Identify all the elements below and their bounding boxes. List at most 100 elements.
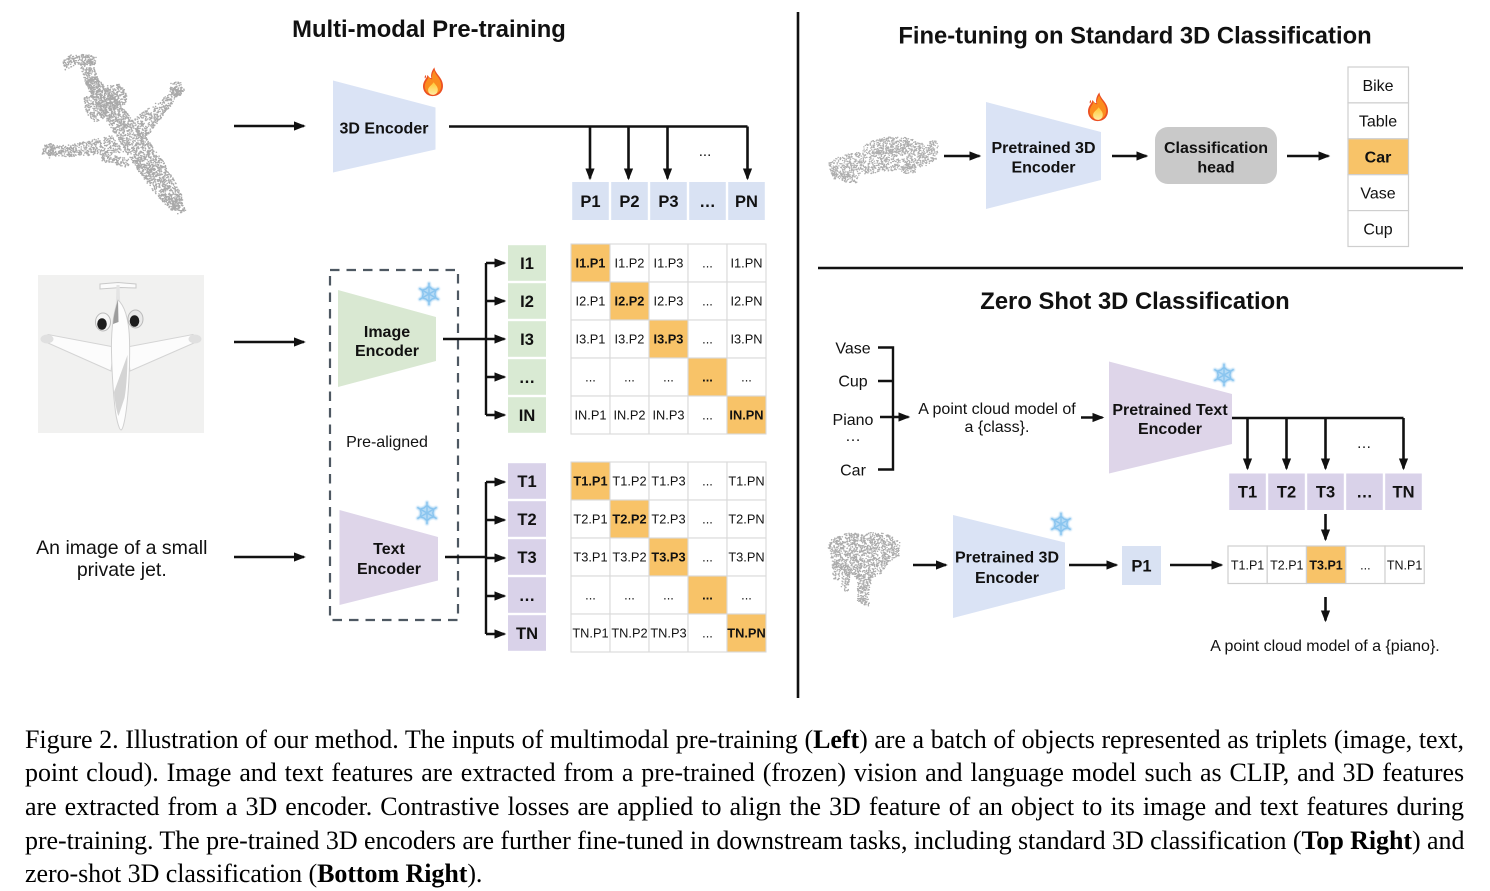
svg-text:T1.P3: T1.P3 [651, 474, 685, 489]
svg-text:Bike: Bike [1362, 78, 1393, 95]
svg-text:I2.P3: I2.P3 [654, 294, 684, 309]
svg-text:…: … [1357, 435, 1372, 452]
svg-text:IN.P1: IN.P1 [574, 408, 606, 423]
svg-text:…: … [519, 369, 536, 387]
svg-text:P1: P1 [580, 193, 600, 211]
svg-text:Image: Image [364, 324, 410, 341]
svg-text:I3: I3 [520, 331, 534, 349]
svg-text:...: ... [585, 370, 596, 385]
svg-text:An image of a small: An image of a small [36, 537, 207, 559]
svg-text:Encoder: Encoder [355, 343, 419, 360]
svg-text:...: ... [702, 550, 713, 565]
svg-text:T2: T2 [517, 511, 536, 529]
svg-text:T2.P1: T2.P1 [573, 512, 607, 527]
svg-text:I2.P2: I2.P2 [615, 294, 645, 309]
svg-text:...: ... [585, 588, 596, 603]
svg-text:T3: T3 [1316, 484, 1335, 502]
svg-text:I3.PN: I3.PN [730, 332, 762, 347]
svg-text:…: … [519, 587, 536, 605]
svg-text:Text: Text [373, 541, 405, 558]
svg-text:TN.P1: TN.P1 [572, 626, 608, 641]
svg-text:TN: TN [1393, 484, 1415, 502]
svg-text:...: ... [702, 512, 713, 527]
svg-text:T3.P1: T3.P1 [1309, 559, 1342, 573]
svg-text:Pretrained 3D: Pretrained 3D [991, 140, 1095, 157]
svg-text:...: ... [663, 588, 674, 603]
svg-text:T1.P1: T1.P1 [573, 474, 607, 489]
svg-text:T3.P2: T3.P2 [612, 550, 646, 565]
svg-text:TN.PN: TN.PN [727, 626, 765, 641]
svg-text:P1: P1 [1131, 557, 1151, 575]
svg-text:Classification: Classification [1164, 140, 1268, 157]
svg-text:Encoder: Encoder [1138, 421, 1202, 438]
svg-text:Multi-modal Pre-training: Multi-modal Pre-training [292, 16, 566, 43]
svg-text:a {class}.: a {class}. [965, 419, 1030, 436]
svg-text:Car: Car [840, 463, 866, 480]
svg-text:...: ... [663, 370, 674, 385]
svg-text:...: ... [702, 370, 713, 385]
svg-text:I2.PN: I2.PN [730, 294, 762, 309]
svg-text:...: ... [702, 408, 713, 423]
svg-text:...: ... [702, 474, 713, 489]
svg-text:Cup: Cup [1363, 221, 1392, 238]
svg-text:Encoder: Encoder [1011, 159, 1075, 176]
svg-text:T2.P2: T2.P2 [612, 512, 646, 527]
svg-text:private jet.: private jet. [77, 559, 167, 581]
svg-text:I3.P2: I3.P2 [615, 332, 645, 347]
svg-text:TN.P3: TN.P3 [650, 626, 686, 641]
svg-text:T1: T1 [1238, 484, 1257, 502]
svg-text:Zero Shot 3D Classification: Zero Shot 3D Classification [980, 288, 1289, 315]
svg-text:T2.P1: T2.P1 [1270, 559, 1303, 573]
svg-text:Piano: Piano [833, 412, 874, 429]
svg-text:T1.PN: T1.PN [728, 474, 764, 489]
svg-text:Vase: Vase [1360, 186, 1395, 203]
svg-text:Encoder: Encoder [357, 561, 421, 578]
svg-text:IN.P3: IN.P3 [652, 408, 684, 423]
svg-text:IN.PN: IN.PN [729, 408, 763, 423]
svg-text:head: head [1197, 159, 1234, 176]
svg-text:IN: IN [519, 407, 536, 425]
svg-text:T1.P1: T1.P1 [1231, 559, 1264, 573]
svg-text:...: ... [702, 256, 713, 271]
svg-text:...: ... [702, 626, 713, 641]
svg-text:...: ... [699, 143, 712, 160]
svg-text:Encoder: Encoder [975, 570, 1039, 587]
svg-text:I1.P2: I1.P2 [615, 256, 645, 271]
svg-text:…: … [1356, 484, 1373, 502]
svg-text:...: ... [624, 588, 635, 603]
svg-text:IN.P2: IN.P2 [613, 408, 645, 423]
svg-text:TN: TN [516, 625, 538, 643]
svg-text:...: ... [702, 294, 713, 309]
svg-text:P2: P2 [619, 193, 639, 211]
svg-text:...: ... [624, 370, 635, 385]
svg-text:Car: Car [1365, 150, 1392, 167]
svg-text:T1.P2: T1.P2 [612, 474, 646, 489]
svg-text:Table: Table [1359, 114, 1397, 131]
svg-text:Pre-aligned: Pre-aligned [346, 434, 428, 451]
svg-text:I3.P1: I3.P1 [576, 332, 606, 347]
svg-text:I1: I1 [520, 255, 534, 273]
svg-text:T1: T1 [517, 473, 536, 491]
svg-text:T2: T2 [1277, 484, 1296, 502]
svg-text:I1.P3: I1.P3 [654, 256, 684, 271]
svg-text:I2.P1: I2.P1 [576, 294, 606, 309]
svg-text:Pretrained Text: Pretrained Text [1112, 402, 1228, 419]
svg-text:T3.PN: T3.PN [728, 550, 764, 565]
svg-text:T3.P1: T3.P1 [573, 550, 607, 565]
svg-text:I1.P1: I1.P1 [576, 256, 606, 271]
svg-text:...: ... [1360, 559, 1370, 573]
svg-text:T2.PN: T2.PN [728, 512, 764, 527]
svg-text:…: … [699, 193, 716, 211]
svg-text:...: ... [702, 332, 713, 347]
svg-text:I1.PN: I1.PN [730, 256, 762, 271]
svg-text:Fine-tuning on Standard 3D Cla: Fine-tuning on Standard 3D Classificatio… [898, 23, 1371, 50]
svg-text:Vase: Vase [835, 341, 870, 358]
svg-text:A point cloud model of a {pian: A point cloud model of a {piano}. [1210, 638, 1440, 655]
svg-text:...: ... [741, 370, 752, 385]
svg-text:Cup: Cup [838, 374, 867, 391]
svg-text:…: … [845, 428, 861, 445]
svg-text:3D Encoder: 3D Encoder [340, 120, 429, 137]
svg-text:...: ... [702, 588, 713, 603]
svg-text:P3: P3 [658, 193, 678, 211]
svg-text:I2: I2 [520, 293, 534, 311]
